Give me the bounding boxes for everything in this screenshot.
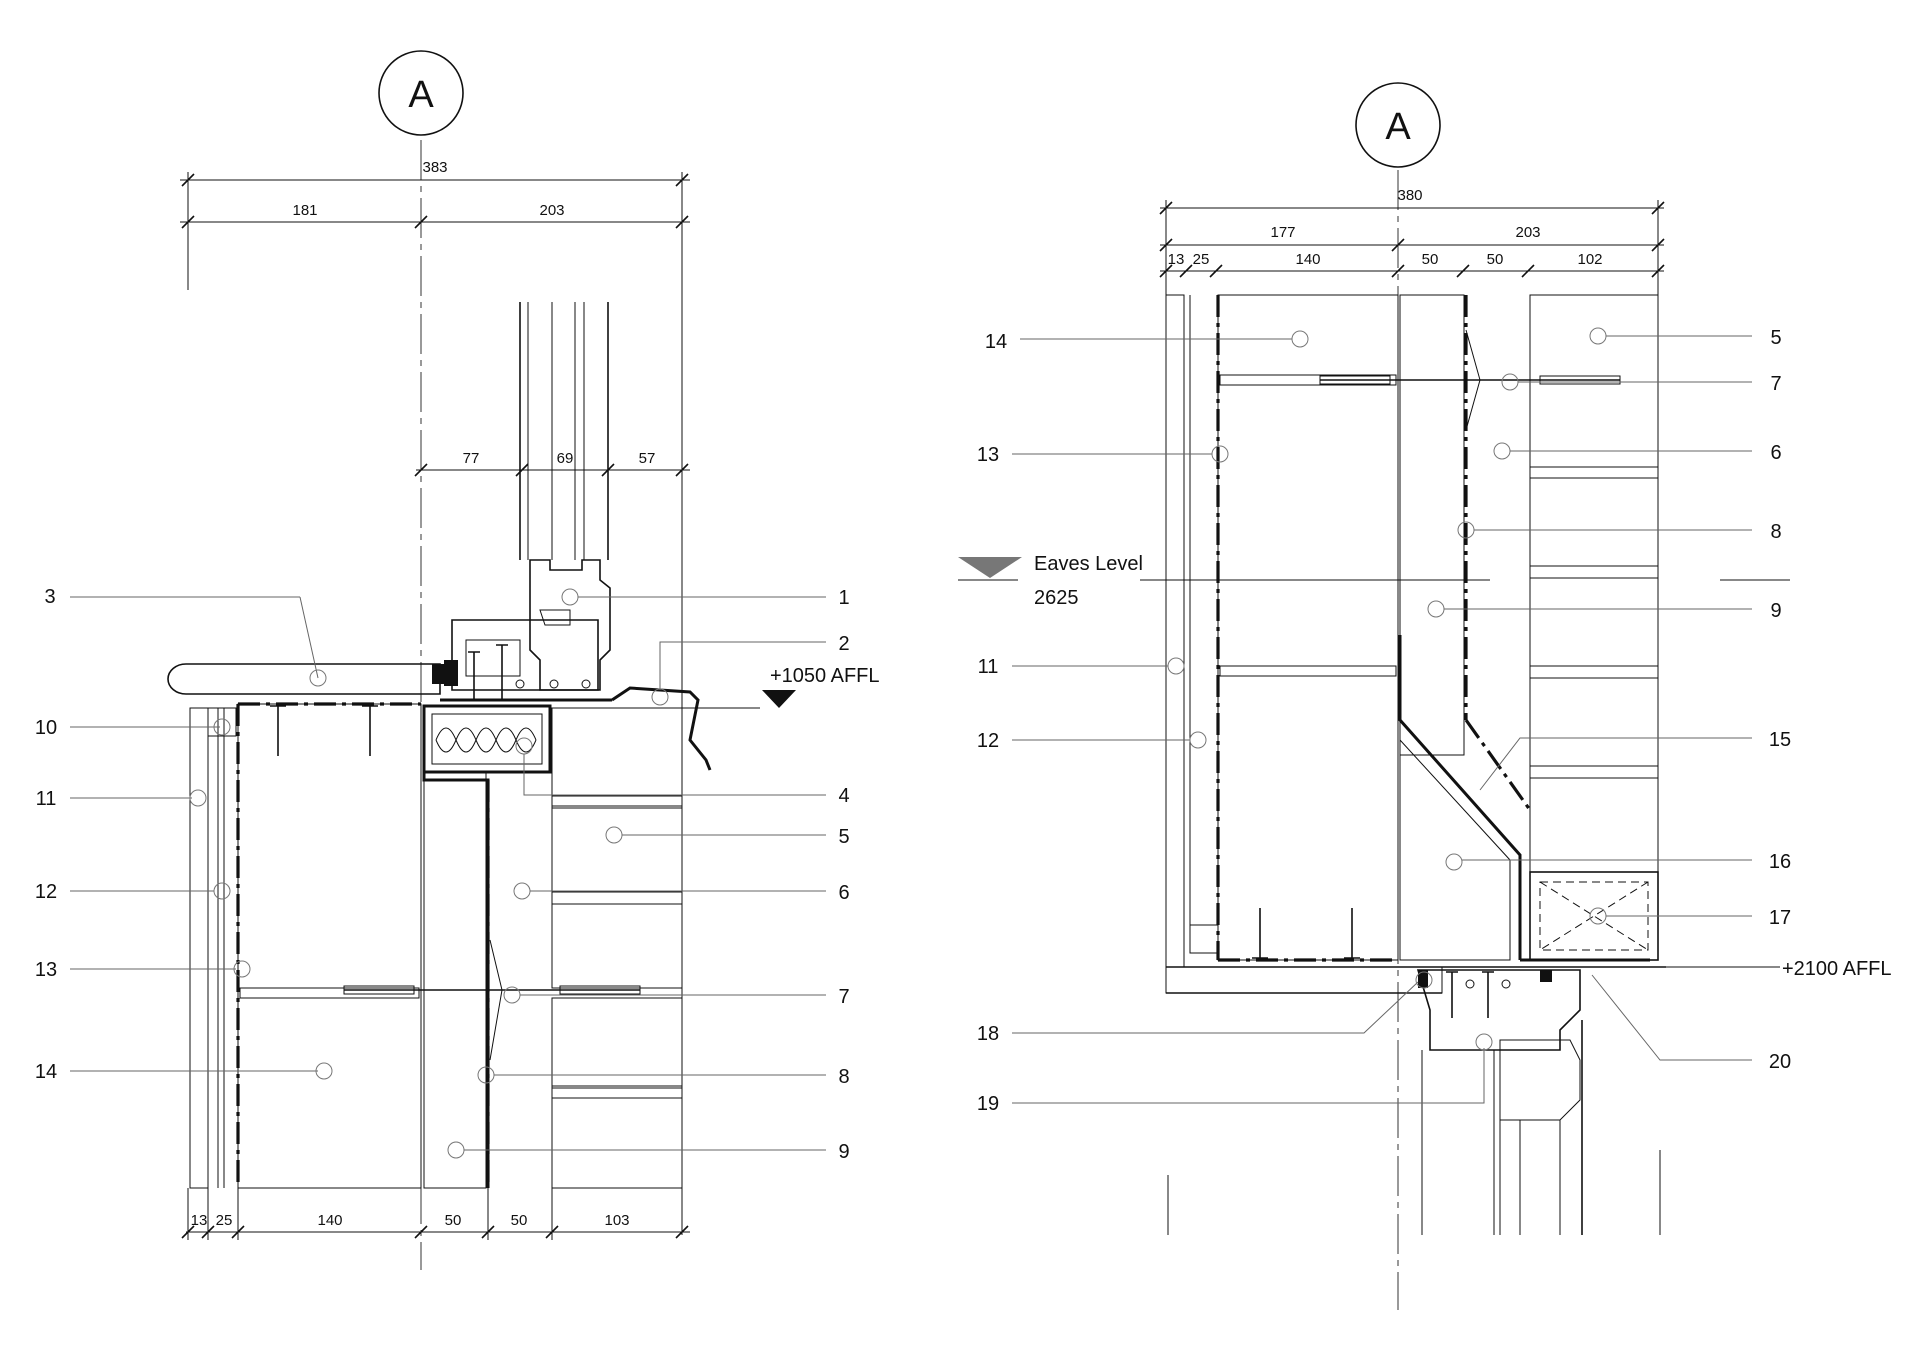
left-dim-181: 181 (292, 202, 317, 219)
left-tag-8: 8 (838, 1066, 849, 1088)
right-tag-7: 7 (1770, 373, 1781, 395)
left-tag-7: 7 (838, 986, 849, 1008)
right-top-dimensions: 380 177 203 13 25 140 50 50 102 (1159, 187, 1665, 295)
right-soffit-board (1165, 966, 1443, 994)
right-grid-label: A (1385, 106, 1411, 148)
right-dim-s25: 25 (1193, 251, 1210, 268)
right-grid-bubble: A (1355, 82, 1441, 168)
left-tag-9: 9 (838, 1141, 849, 1163)
right-level-label: +2100 AFFL (1782, 958, 1892, 980)
left-grid-bubble: A (378, 50, 464, 136)
right-dim-s140: 140 (1295, 251, 1320, 268)
right-tag-9: 9 (1770, 600, 1781, 622)
left-tag-4: 4 (838, 785, 849, 807)
left-dim-b140: 140 (317, 1212, 342, 1229)
left-tag-2: 2 (838, 633, 849, 655)
left-tag-3: 3 (44, 586, 55, 608)
left-tag-6: 6 (838, 882, 849, 904)
right-dim-203: 203 (1515, 224, 1540, 241)
left-tags-right: 1 2 4 5 6 7 8 9 (447, 587, 850, 1163)
left-cavity-closer (422, 704, 552, 774)
right-plaster-layer (1165, 294, 1185, 968)
right-tags-right: 5 7 6 8 9 15 16 17 20 (1427, 327, 1791, 1073)
right-stud-insulation (1217, 294, 1399, 961)
right-dim-177: 177 (1270, 224, 1295, 241)
right-cavity-closer (1399, 738, 1511, 961)
left-window-dimensions: 77 69 57 (414, 450, 690, 477)
right-tag-6: 6 (1770, 442, 1781, 464)
right-tag-19: 19 (977, 1093, 999, 1115)
right-tag-11: 11 (978, 656, 999, 678)
left-window-board (167, 663, 441, 695)
left-dim-203: 203 (539, 202, 564, 219)
right-tag-12: 12 (977, 730, 999, 752)
left-top-dimensions: 383 181 203 (180, 159, 690, 1235)
left-dim-b13: 13 (191, 1212, 208, 1229)
left-tag-13: 13 (35, 959, 57, 981)
left-grid-label: A (408, 74, 434, 116)
left-dim-b25: 25 (216, 1212, 233, 1229)
right-tag-5: 5 (1770, 327, 1781, 349)
left-dim-69: 69 (557, 450, 574, 467)
right-dim-s50b: 50 (1487, 251, 1504, 268)
right-detail: A 380 177 203 13 25 140 (958, 82, 1892, 1310)
left-detail: A 383 181 203 77 69 57 (35, 50, 880, 1270)
left-window-frame (440, 302, 612, 702)
left-stud-insulation (237, 703, 422, 1189)
right-tag-16: 16 (1769, 851, 1791, 873)
right-dim-s13: 13 (1168, 251, 1185, 268)
right-eaves-level: Eaves Level 2625 (958, 553, 1790, 609)
right-tag-13: 13 (977, 444, 999, 466)
left-dim-57: 57 (639, 450, 656, 467)
right-tag-18: 18 (977, 1023, 999, 1045)
right-tag-14: 14 (985, 331, 1007, 353)
left-brickwork (551, 707, 683, 1189)
right-tag-15: 15 (1769, 729, 1791, 751)
left-plaster-layer (189, 707, 209, 1189)
right-dim-overall: 380 (1397, 187, 1422, 204)
right-dim-s102: 102 (1577, 251, 1602, 268)
left-tag-14: 14 (35, 1061, 57, 1083)
left-bottom-dimensions: 13 25 140 50 50 103 (181, 1188, 690, 1240)
left-tag-12: 12 (35, 881, 57, 903)
right-dim-s50a: 50 (1422, 251, 1439, 268)
left-dim-77: 77 (463, 450, 480, 467)
left-dim-b50b: 50 (511, 1212, 528, 1229)
right-tag-20: 20 (1769, 1051, 1791, 1073)
right-window-head (1167, 969, 1661, 1235)
right-tag-8: 8 (1770, 521, 1781, 543)
left-dim-b103: 103 (604, 1212, 629, 1229)
right-eaves-value: 2625 (1034, 587, 1079, 609)
left-tag-5: 5 (838, 826, 849, 848)
right-rigid-insulation (1399, 294, 1465, 756)
left-dim-b50a: 50 (445, 1212, 462, 1229)
left-tag-1: 1 (838, 587, 849, 609)
right-tag-17: 17 (1769, 907, 1791, 929)
left-level-label: +1050 AFFL (770, 665, 880, 687)
left-dim-overall: 383 (422, 159, 447, 176)
right-cavity-tray (1398, 635, 1522, 960)
left-rigid-insulation (423, 771, 487, 1189)
right-tags-left: 14 13 11 12 18 19 (977, 330, 1493, 1115)
left-tag-10: 10 (35, 717, 57, 739)
left-tag-11: 11 (36, 788, 57, 810)
left-tags-left: 3 10 11 12 13 14 (35, 586, 333, 1083)
right-eaves-label: Eaves Level (1034, 553, 1143, 575)
left-level-marker (762, 690, 796, 708)
left-sill-flashing (611, 686, 712, 771)
